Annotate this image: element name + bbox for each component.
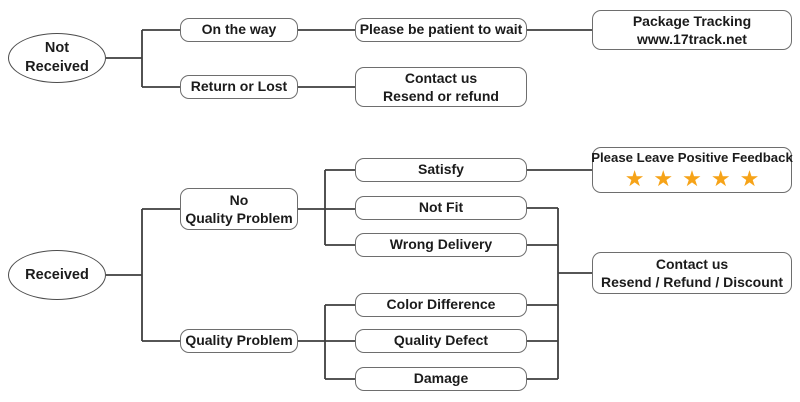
node-received: Received bbox=[8, 250, 106, 300]
node-quality-defect-label: Quality Defect bbox=[393, 332, 489, 349]
five-star-rating-icon: ★★★★★ bbox=[624, 166, 769, 192]
node-damage-label: Damage bbox=[413, 370, 469, 387]
node-not-fit-label: Not Fit bbox=[418, 199, 464, 216]
node-not-received-line2: Received bbox=[25, 59, 89, 75]
node-wrong-delivery-label: Wrong Delivery bbox=[389, 236, 493, 253]
node-satisfy-label: Satisfy bbox=[418, 161, 464, 178]
node-package-tracking-url: www.17track.net bbox=[637, 31, 747, 47]
node-no-quality-problem-line2: Quality Problem bbox=[185, 210, 293, 226]
node-color-difference-label: Color Difference bbox=[386, 296, 496, 313]
node-received-label: Received bbox=[25, 266, 89, 283]
node-quality-problem: Quality Problem bbox=[180, 329, 298, 353]
node-package-tracking-line1: Package Tracking bbox=[632, 12, 752, 29]
node-contact-discount: Contact us Resend / Refund / Discount bbox=[592, 252, 792, 294]
node-contact-discount-line2: Resend / Refund / Discount bbox=[600, 274, 783, 290]
node-not-received: Not Received bbox=[8, 33, 106, 83]
node-not-fit: Not Fit bbox=[355, 196, 527, 220]
node-return-or-lost-label: Return or Lost bbox=[190, 78, 288, 95]
node-package-tracking: Package Tracking www.17track.net bbox=[592, 10, 792, 50]
node-satisfy: Satisfy bbox=[355, 158, 527, 182]
node-contact-resend-refund-line2: Resend or refund bbox=[383, 88, 499, 104]
node-no-quality-problem: No Quality Problem bbox=[180, 188, 298, 230]
node-positive-feedback-label: Please Leave Positive Feedback bbox=[591, 149, 793, 165]
node-return-or-lost: Return or Lost bbox=[180, 75, 298, 99]
node-contact-resend-refund-line1: Contact us bbox=[404, 69, 478, 86]
node-damage: Damage bbox=[355, 367, 527, 391]
node-contact-discount-line1: Contact us bbox=[655, 255, 729, 272]
node-on-the-way: On the way bbox=[180, 18, 298, 42]
node-be-patient-label: Please be patient to wait bbox=[359, 21, 523, 38]
node-quality-defect: Quality Defect bbox=[355, 329, 527, 353]
node-not-received-line1: Not bbox=[44, 39, 70, 56]
node-wrong-delivery: Wrong Delivery bbox=[355, 233, 527, 257]
node-no-quality-problem-line1: No bbox=[229, 191, 249, 208]
node-positive-feedback: Please Leave Positive Feedback ★★★★★ bbox=[591, 147, 793, 193]
node-quality-problem-label: Quality Problem bbox=[185, 332, 293, 349]
node-contact-resend-refund: Contact us Resend or refund bbox=[355, 67, 527, 107]
node-color-difference: Color Difference bbox=[355, 293, 527, 317]
node-be-patient: Please be patient to wait bbox=[355, 18, 527, 42]
node-on-the-way-label: On the way bbox=[201, 21, 277, 38]
